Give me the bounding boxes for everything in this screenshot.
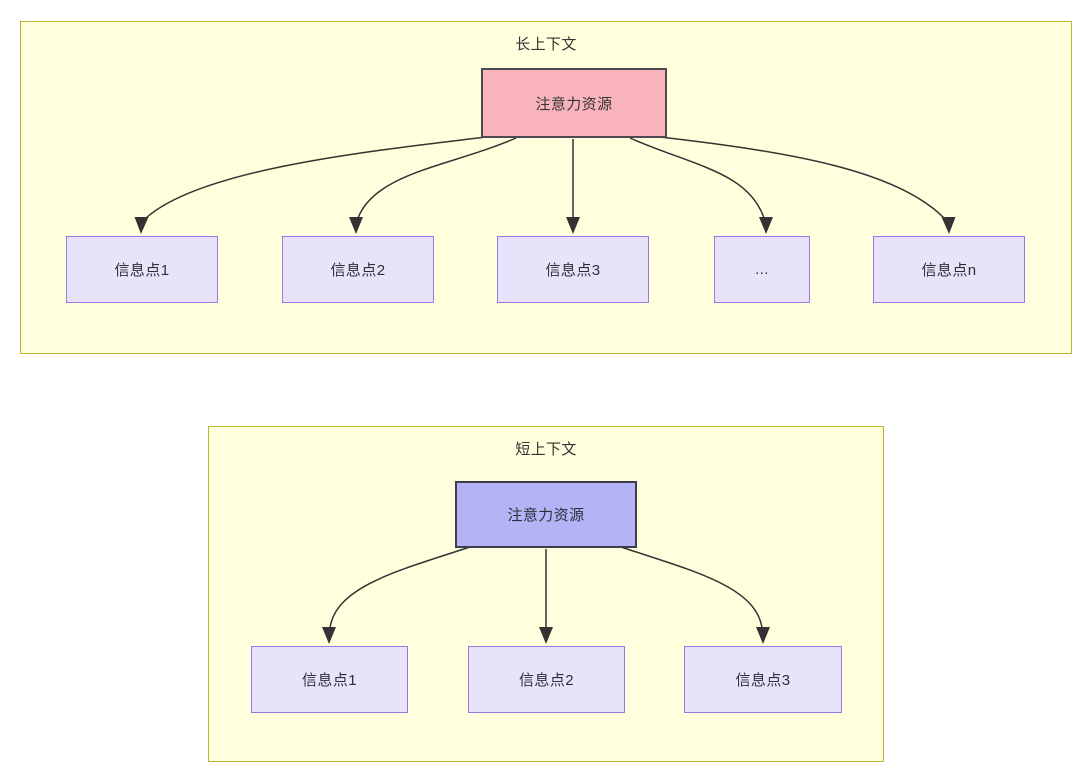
node-short-context-leaf-1[interactable]: 信息点1: [251, 646, 408, 713]
node-short-context-leaf-2[interactable]: 信息点2: [468, 646, 625, 713]
node-short-context-root-attention-resource[interactable]: 注意力资源: [455, 481, 637, 548]
node-short-context-leaf-3[interactable]: 信息点3: [684, 646, 842, 713]
node-long-context-leaf-ellipsis[interactable]: ...: [714, 236, 810, 303]
panel-short-context-title: 短上下文: [515, 441, 577, 458]
node-label: 信息点2: [519, 672, 574, 689]
node-long-context-leaf-1[interactable]: 信息点1: [66, 236, 218, 303]
node-label: 信息点1: [302, 672, 357, 689]
node-long-context-root-attention-resource[interactable]: 注意力资源: [481, 68, 667, 138]
node-label: 信息点n: [921, 262, 977, 279]
node-long-context-leaf-2[interactable]: 信息点2: [282, 236, 434, 303]
panel-long-context-title: 长上下文: [515, 36, 577, 53]
node-long-context-leaf-3[interactable]: 信息点3: [497, 236, 649, 303]
node-label: 信息点3: [545, 262, 601, 279]
node-label: 注意力资源: [535, 95, 613, 113]
node-label: 信息点3: [735, 672, 791, 689]
node-label: ...: [755, 261, 769, 278]
node-long-context-leaf-n[interactable]: 信息点n: [873, 236, 1025, 303]
node-label: 信息点2: [330, 262, 386, 279]
node-label: 信息点1: [114, 262, 170, 279]
node-label: 注意力资源: [507, 507, 585, 524]
